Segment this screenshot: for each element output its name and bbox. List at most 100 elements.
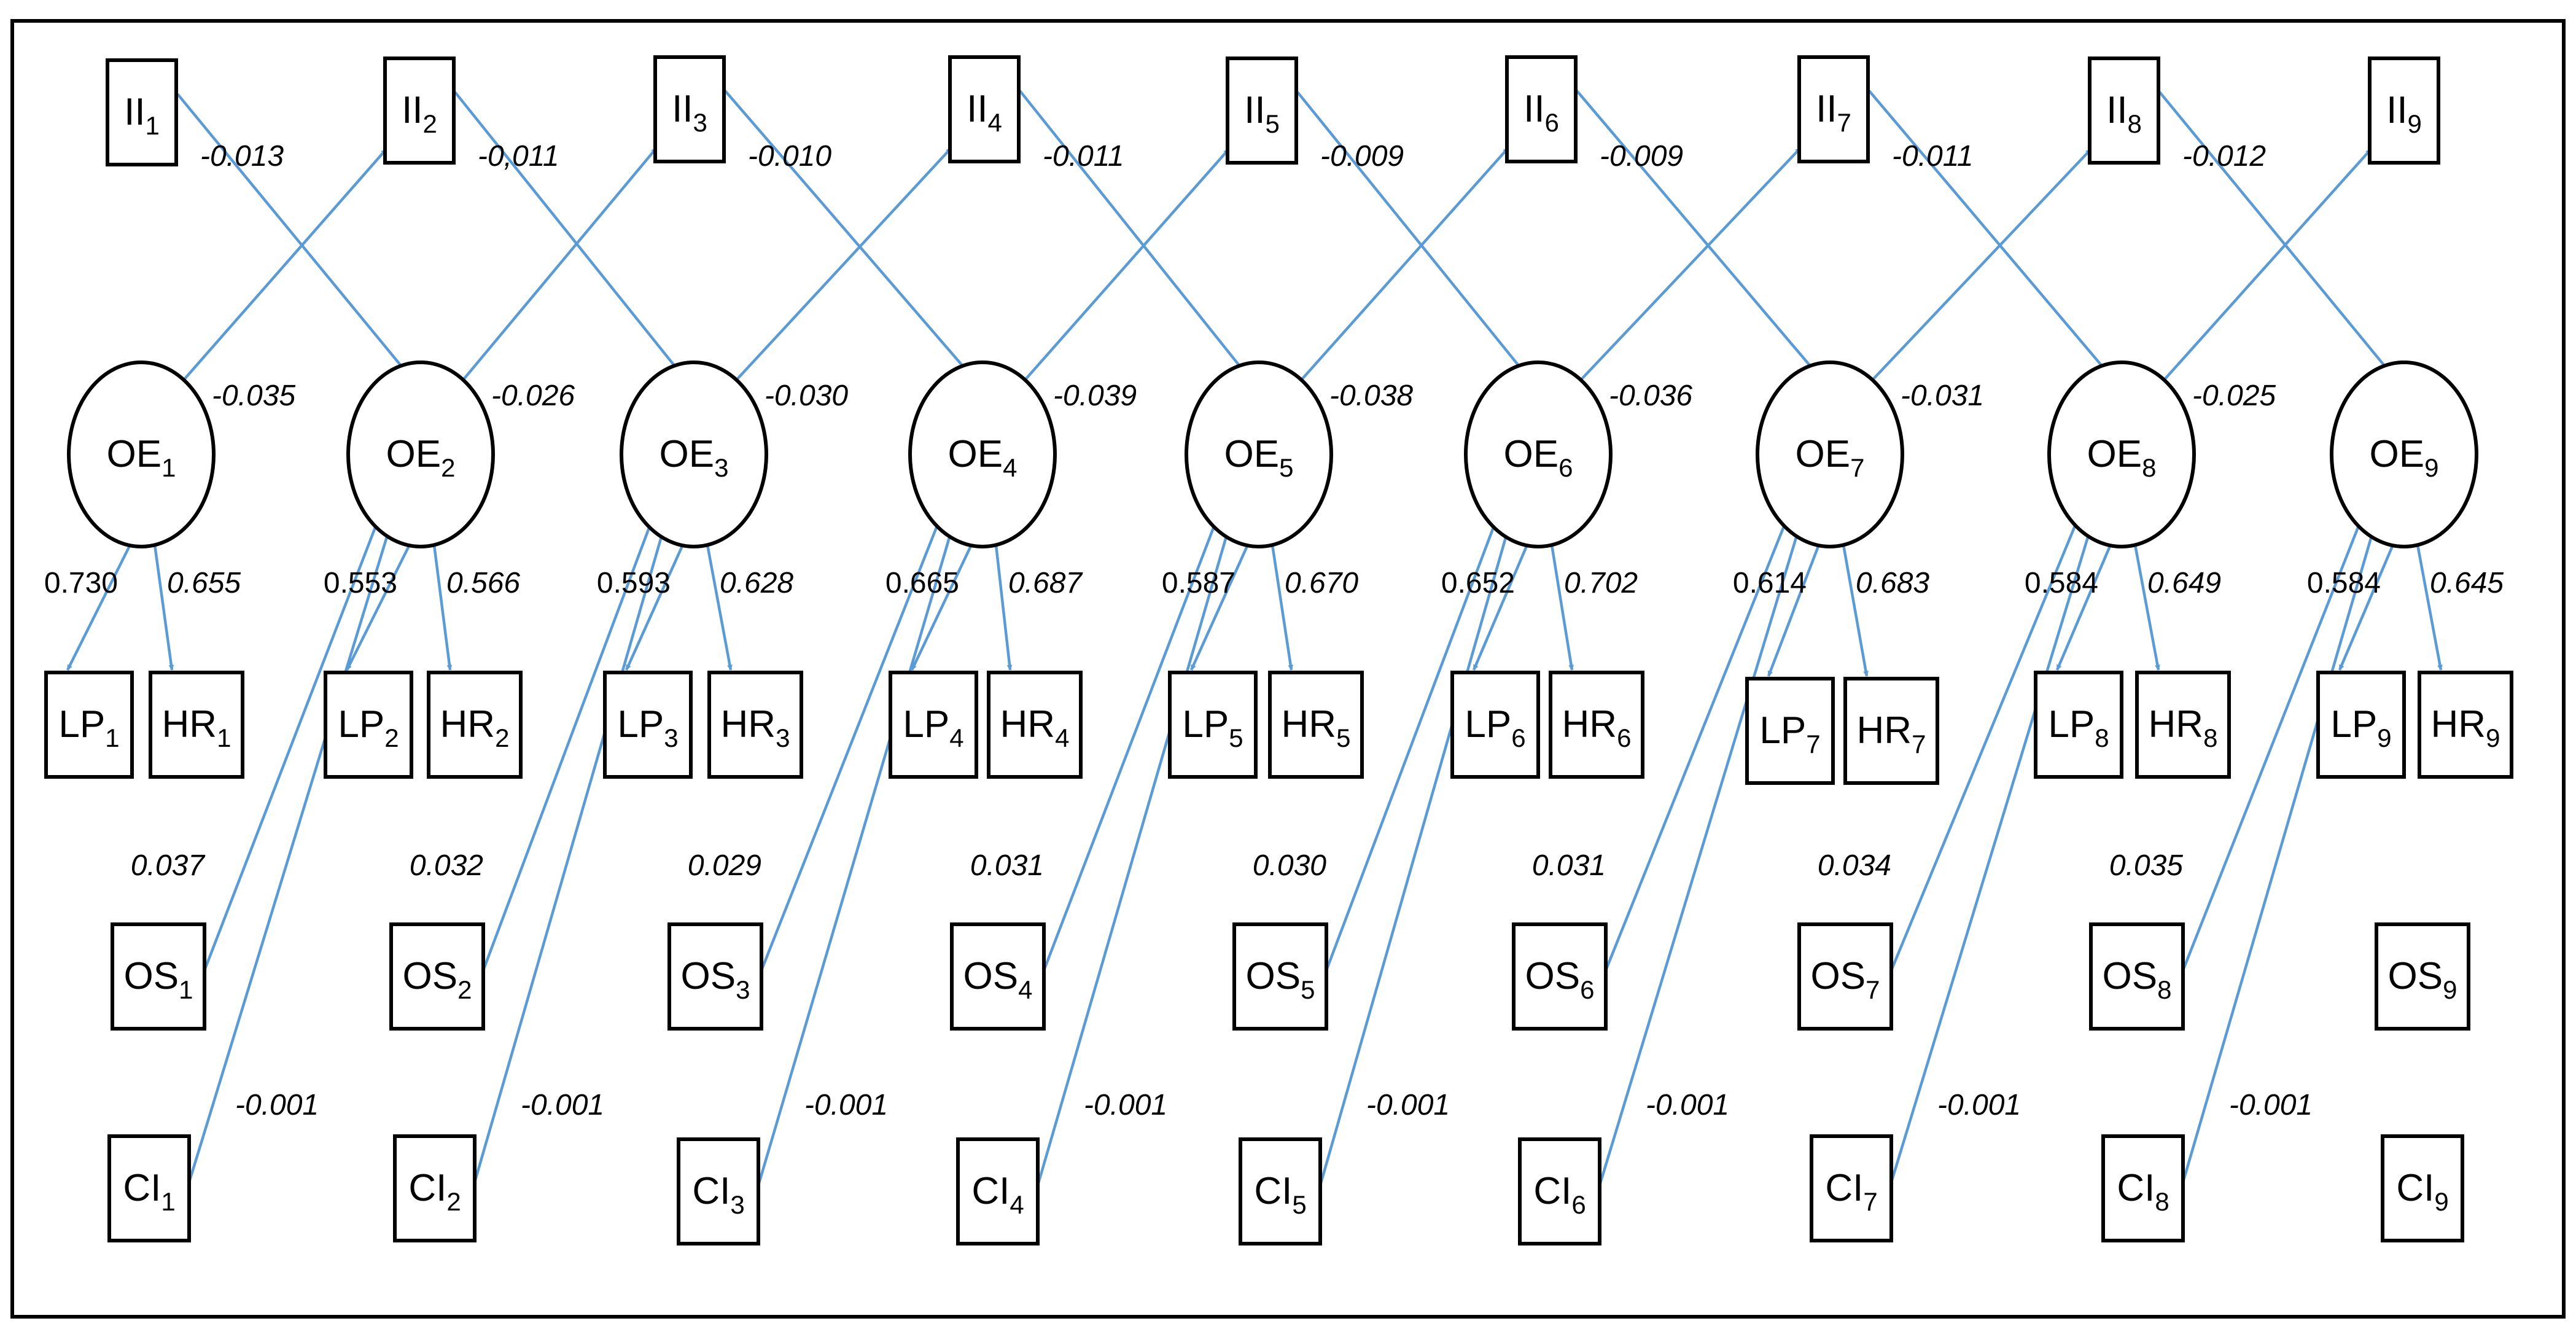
lp-3-node-label: LP3 bbox=[617, 703, 678, 752]
edge-ii-7-to-oe-8 bbox=[1868, 90, 2111, 376]
oe-8-node-label: OE8 bbox=[2087, 433, 2157, 482]
os-8-node-label-base: OS bbox=[2103, 955, 2158, 997]
hr-9-node-label-base: HR bbox=[2431, 703, 2486, 746]
lp-8-node-label-subscript: 8 bbox=[2095, 723, 2109, 752]
os-9-node-label-subscript: 9 bbox=[2443, 975, 2457, 1004]
edge-oe-1-to-hr-1 bbox=[153, 544, 174, 671]
hr-6-node-box bbox=[1549, 671, 1644, 779]
oe-1-node-ellipse bbox=[67, 361, 216, 548]
lp-5-node-label-base: LP bbox=[1182, 703, 1229, 746]
ii-6-node-label-subscript: 6 bbox=[1545, 108, 1559, 137]
lp-3-node: LP3 bbox=[603, 671, 693, 779]
lp-7-node-label-subscript: 7 bbox=[1806, 730, 1820, 758]
hr-7-node-box bbox=[1843, 677, 1939, 785]
oe-2-node-label-subscript: 2 bbox=[441, 453, 455, 482]
os-3-node-box bbox=[667, 922, 763, 1031]
hr-4-node-label-subscript: 4 bbox=[1055, 723, 1069, 752]
edge-oe-1-to-lp-1 bbox=[66, 544, 132, 671]
ii-2-node: II2 bbox=[383, 57, 456, 165]
os-8-node-label: OS8 bbox=[2103, 955, 2172, 1004]
os-7-node: OS7 bbox=[1797, 922, 1893, 1031]
hr-5-node-label: HR5 bbox=[1282, 703, 1351, 752]
ii-4-node-label-base: II bbox=[967, 88, 987, 130]
ci-5-node-label-base: CI bbox=[1254, 1170, 1292, 1212]
oe-6-node-ellipse bbox=[1464, 361, 1613, 548]
lp-8-node-label-base: LP bbox=[2048, 703, 2095, 746]
coef-oe-5-to-hr-5: 0.670 bbox=[1285, 567, 1358, 599]
hr-6-node: HR6 bbox=[1549, 671, 1644, 779]
edge-ci-5-to-oe-6 bbox=[1318, 466, 1528, 1186]
hr-1-node-label: HR1 bbox=[162, 703, 232, 752]
ci-6-node-label-base: CI bbox=[1533, 1170, 1571, 1212]
ii-3-node-label-base: II bbox=[672, 88, 693, 130]
oe-4-node: OE4 bbox=[908, 361, 1057, 548]
edge-ci-1-to-oe-2 bbox=[187, 466, 410, 1183]
coefficients-layer: -0.013-0.0350.037-0.001-0,011-0.0260.032… bbox=[44, 140, 2504, 1121]
coef-oe-1-to-hr-1: 0.655 bbox=[167, 567, 241, 599]
lp-5-node-box bbox=[1168, 671, 1258, 779]
oe-3-node-label-subscript: 3 bbox=[714, 453, 728, 482]
edge-oe-8-to-hr-8 bbox=[2133, 544, 2160, 671]
edge-oe-4-to-ii-5 bbox=[1023, 148, 1230, 382]
coef-ii-6-to-oe-7: -0.009 bbox=[1600, 140, 1683, 173]
ci-4-node: CI4 bbox=[956, 1137, 1040, 1245]
edge-os-2-to-oe-3 bbox=[481, 460, 676, 971]
ii-6-node-box bbox=[1505, 55, 1578, 163]
coef-oe-9-to-lp-9: 0.584 bbox=[2307, 567, 2381, 599]
oe-5-node: OE5 bbox=[1185, 361, 1333, 548]
hr-6-node-label-base: HR bbox=[1562, 703, 1617, 746]
edge-oe-6-to-ii-7 bbox=[1579, 147, 1802, 382]
ci-1-node-label-subscript: 1 bbox=[161, 1187, 175, 1216]
coef-oe-4-to-hr-4: 0.687 bbox=[1008, 567, 1083, 599]
coef-ci-7-to-oe-8: -0.001 bbox=[1937, 1089, 2021, 1121]
oe-2-node: OE2 bbox=[346, 361, 495, 548]
os-4-node-label-subscript: 4 bbox=[1018, 975, 1032, 1004]
ci-4-node-label-base: CI bbox=[971, 1170, 1010, 1212]
lp-1-node-box bbox=[44, 671, 134, 779]
coef-oe-3-to-ii-4: -0.030 bbox=[765, 380, 848, 412]
os-7-node-label: OS7 bbox=[1811, 955, 1880, 1004]
ci-7-node-box bbox=[1810, 1134, 1893, 1242]
os-7-node-label-base: OS bbox=[1811, 955, 1866, 997]
edge-oe-6-to-hr-6 bbox=[1550, 544, 1574, 671]
hr-9-node-label: HR9 bbox=[2431, 703, 2500, 752]
lp-8-node-box bbox=[2034, 671, 2123, 779]
os-5-node: OS5 bbox=[1232, 922, 1328, 1031]
edge-oe-5-to-ii-6 bbox=[1299, 147, 1509, 382]
oe-6-node: OE6 bbox=[1464, 361, 1613, 548]
hr-9-node-label-subscript: 9 bbox=[2486, 723, 2500, 752]
hr-5-node-box bbox=[1268, 671, 1364, 779]
coef-oe-3-to-hr-3: 0.628 bbox=[720, 567, 793, 599]
ci-7-node: CI7 bbox=[1810, 1134, 1893, 1242]
hr-4-node: HR4 bbox=[987, 671, 1083, 779]
oe-4-node-label-subscript: 4 bbox=[1003, 453, 1017, 482]
os-1-node-label: OS1 bbox=[124, 955, 193, 1004]
os-5-node-label: OS5 bbox=[1246, 955, 1315, 1004]
lp-4-node-label-subscript: 4 bbox=[949, 723, 963, 752]
os-6-node-label: OS6 bbox=[1525, 955, 1595, 1004]
ii-6-node-label: II6 bbox=[1523, 88, 1559, 137]
ci-1-node: CI1 bbox=[107, 1134, 191, 1242]
lp-2-node-label-subscript: 2 bbox=[384, 723, 399, 752]
os-1-node-box bbox=[111, 922, 206, 1031]
os-1-node-label-subscript: 1 bbox=[179, 975, 193, 1004]
edge-ci-7-to-oe-8 bbox=[1889, 466, 2111, 1183]
ci-4-node-label: CI4 bbox=[971, 1170, 1024, 1219]
ci-1-node-label-base: CI bbox=[123, 1167, 161, 1209]
oe-6-node-label-base: OE bbox=[1504, 433, 1559, 475]
ci-3-node-label-subscript: 3 bbox=[730, 1190, 744, 1219]
os-6-node: OS6 bbox=[1512, 922, 1608, 1031]
os-7-node-box bbox=[1797, 922, 1893, 1031]
ci-2-node: CI2 bbox=[393, 1134, 477, 1242]
oe-8-node-ellipse bbox=[2047, 361, 2196, 548]
coef-os-8-to-oe-9: 0.035 bbox=[2109, 849, 2183, 882]
ii-7-node-label-base: II bbox=[1816, 88, 1837, 130]
lp-2-node-box bbox=[324, 671, 413, 779]
oe-1-node-label-subscript: 1 bbox=[161, 453, 176, 482]
coef-ci-1-to-oe-2: -0.001 bbox=[235, 1089, 319, 1121]
os-4-node-label-base: OS bbox=[963, 955, 1019, 997]
hr-9-node: HR9 bbox=[2418, 671, 2513, 779]
os-9-node-label: OS9 bbox=[2388, 955, 2457, 1004]
ci-7-node-label: CI7 bbox=[1825, 1167, 1877, 1216]
